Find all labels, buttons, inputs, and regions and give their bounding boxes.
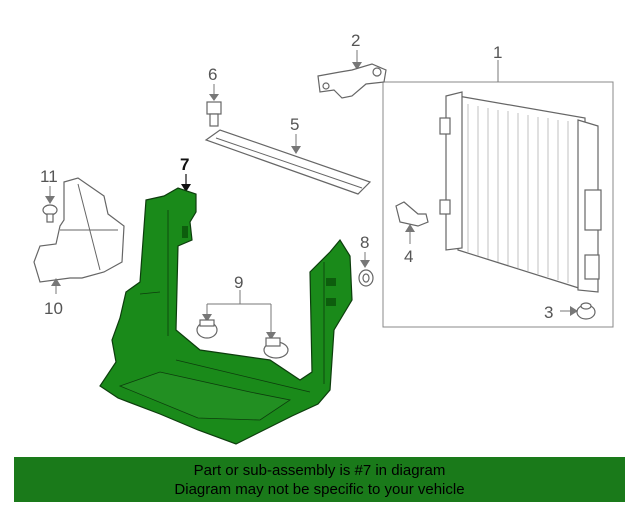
- bracket-part-2[interactable]: [317, 50, 387, 99]
- sensor-part-4[interactable]: [395, 201, 429, 244]
- side-deflector-part-10[interactable]: [33, 177, 125, 294]
- vehicle-notice-banner: Part or sub-assembly is #7 in diagram Di…: [14, 457, 625, 502]
- callout-5: 5: [290, 115, 299, 134]
- callout-9: 9: [234, 273, 243, 292]
- parts-diagram: 1 2 3 4 5 6 7 8 9 10 11: [33, 31, 614, 445]
- radiator-assembly[interactable]: [382, 60, 614, 328]
- lower-shield-part-7[interactable]: [99, 174, 353, 445]
- callout-11: 11: [40, 167, 58, 186]
- clip-part-3[interactable]: [560, 302, 596, 320]
- air-baffle-part-5[interactable]: [204, 129, 372, 195]
- callout-1: 1: [493, 43, 502, 62]
- callout-7: 7: [180, 155, 189, 174]
- callout-3: 3: [544, 303, 553, 322]
- grommet-part-8[interactable]: [358, 252, 374, 287]
- fastener-part-11[interactable]: [42, 186, 58, 223]
- banner-line-1: Part or sub-assembly is #7 in diagram: [193, 462, 446, 479]
- push-pins-part-9[interactable]: [196, 290, 289, 359]
- fastener-part-6[interactable]: [206, 84, 222, 127]
- callout-6: 6: [208, 65, 217, 84]
- callout-2: 2: [351, 31, 360, 50]
- callout-4: 4: [404, 247, 413, 266]
- banner-line-2: Diagram may not be specific to your vehi…: [174, 481, 465, 498]
- callout-8: 8: [360, 233, 369, 252]
- callout-10: 10: [44, 299, 63, 318]
